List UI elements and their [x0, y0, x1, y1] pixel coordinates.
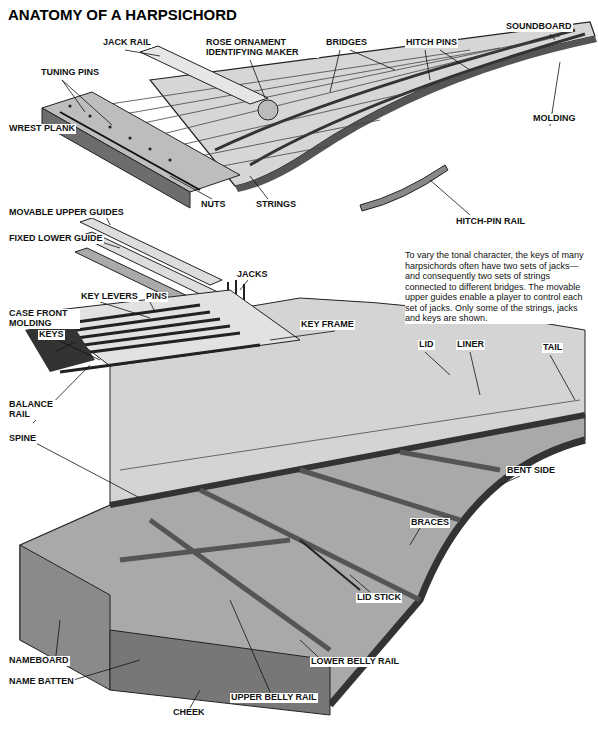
leader-lines	[30, 34, 575, 708]
part-label: NUTS	[200, 200, 227, 210]
part-label: BENT SIDE	[506, 466, 556, 476]
part-label: LID STICK	[356, 593, 402, 603]
part-label: JACKS	[236, 270, 269, 280]
part-label: SPINE	[8, 434, 37, 444]
part-label: MOVABLE UPPER GUIDES	[8, 208, 125, 218]
part-label: STRINGS	[255, 200, 297, 210]
part-label: NAMEBOARD	[8, 656, 70, 666]
braces-group	[120, 452, 500, 650]
part-label: KEY LEVERS	[80, 292, 139, 302]
part-label: PINS	[145, 292, 168, 302]
cheek-shape	[110, 630, 330, 715]
part-label: KEY FRAME	[300, 320, 355, 330]
spine-shape	[110, 415, 585, 505]
rose-ornament	[258, 100, 278, 120]
part-label: KEYS	[38, 330, 65, 340]
hitch-pin-rail-shape	[360, 165, 448, 211]
part-label: WREST PLANK	[8, 124, 76, 134]
upper-guide	[80, 218, 222, 285]
lid-stick-shape	[300, 540, 360, 590]
part-label: CASE FRONT MOLDING	[8, 309, 80, 329]
part-label: ROSE ORNAMENT IDENTIFYING MAKER	[205, 38, 319, 58]
part-label: TAIL	[542, 343, 563, 353]
part-label: BRACES	[410, 518, 450, 528]
part-label: TUNING PINS	[40, 68, 100, 78]
part-label: LOWER BELLY RAIL	[310, 657, 400, 667]
part-label: CHEEK	[172, 708, 206, 718]
part-label: NAME BATTEN	[8, 677, 75, 687]
caption-note: To vary the tonal character, the keys of…	[405, 250, 593, 324]
part-label: BALANCE RAIL	[8, 400, 62, 420]
part-label: HITCH PINS	[405, 38, 458, 48]
nameboard-shape	[20, 545, 110, 690]
part-label: BRIDGES	[325, 38, 368, 48]
part-label: UPPER BELLY RAIL	[230, 693, 318, 703]
nut-shape	[60, 112, 200, 190]
part-label: MOLDING	[532, 114, 577, 124]
part-label: JACK RAIL	[102, 38, 152, 48]
diagram-title: ANATOMY OF A HARPSICHORD	[8, 6, 237, 23]
wrest-plank-front	[42, 108, 190, 208]
part-label: HITCH-PIN RAIL	[455, 217, 526, 227]
part-label: FIXED LOWER GUIDE	[8, 234, 104, 244]
balance-rail-shape	[60, 345, 260, 372]
part-label: LINER	[456, 340, 485, 350]
part-label: SOUNDBOARD	[505, 22, 573, 32]
part-label: LID	[418, 340, 435, 350]
tuning-pins	[68, 104, 171, 161]
